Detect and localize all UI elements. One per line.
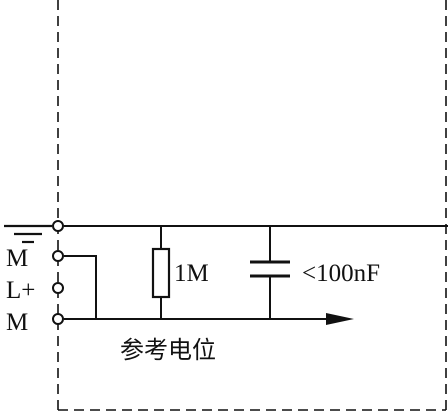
terminal-l-plus <box>52 282 64 294</box>
module-boundary <box>57 0 447 412</box>
arrow-head-icon <box>326 313 354 325</box>
ground-icon <box>4 224 52 244</box>
terminal-m-lower <box>52 313 64 325</box>
resistor <box>151 247 171 299</box>
capacitor <box>250 260 290 278</box>
terminal-label-m-lower: M <box>6 309 28 336</box>
terminal-label-l-plus: L+ <box>6 277 35 304</box>
wiring <box>64 225 448 320</box>
terminals <box>52 220 64 325</box>
terminal-m-upper <box>52 250 64 262</box>
reference-potential-label: 参考电位 <box>120 336 216 364</box>
resistor-value: 1M <box>174 260 209 287</box>
capacitor-value: <100nF <box>302 260 380 287</box>
terminal-ground <box>52 220 64 232</box>
terminal-label-m-upper: M <box>6 245 28 272</box>
m-jumper <box>64 255 97 319</box>
